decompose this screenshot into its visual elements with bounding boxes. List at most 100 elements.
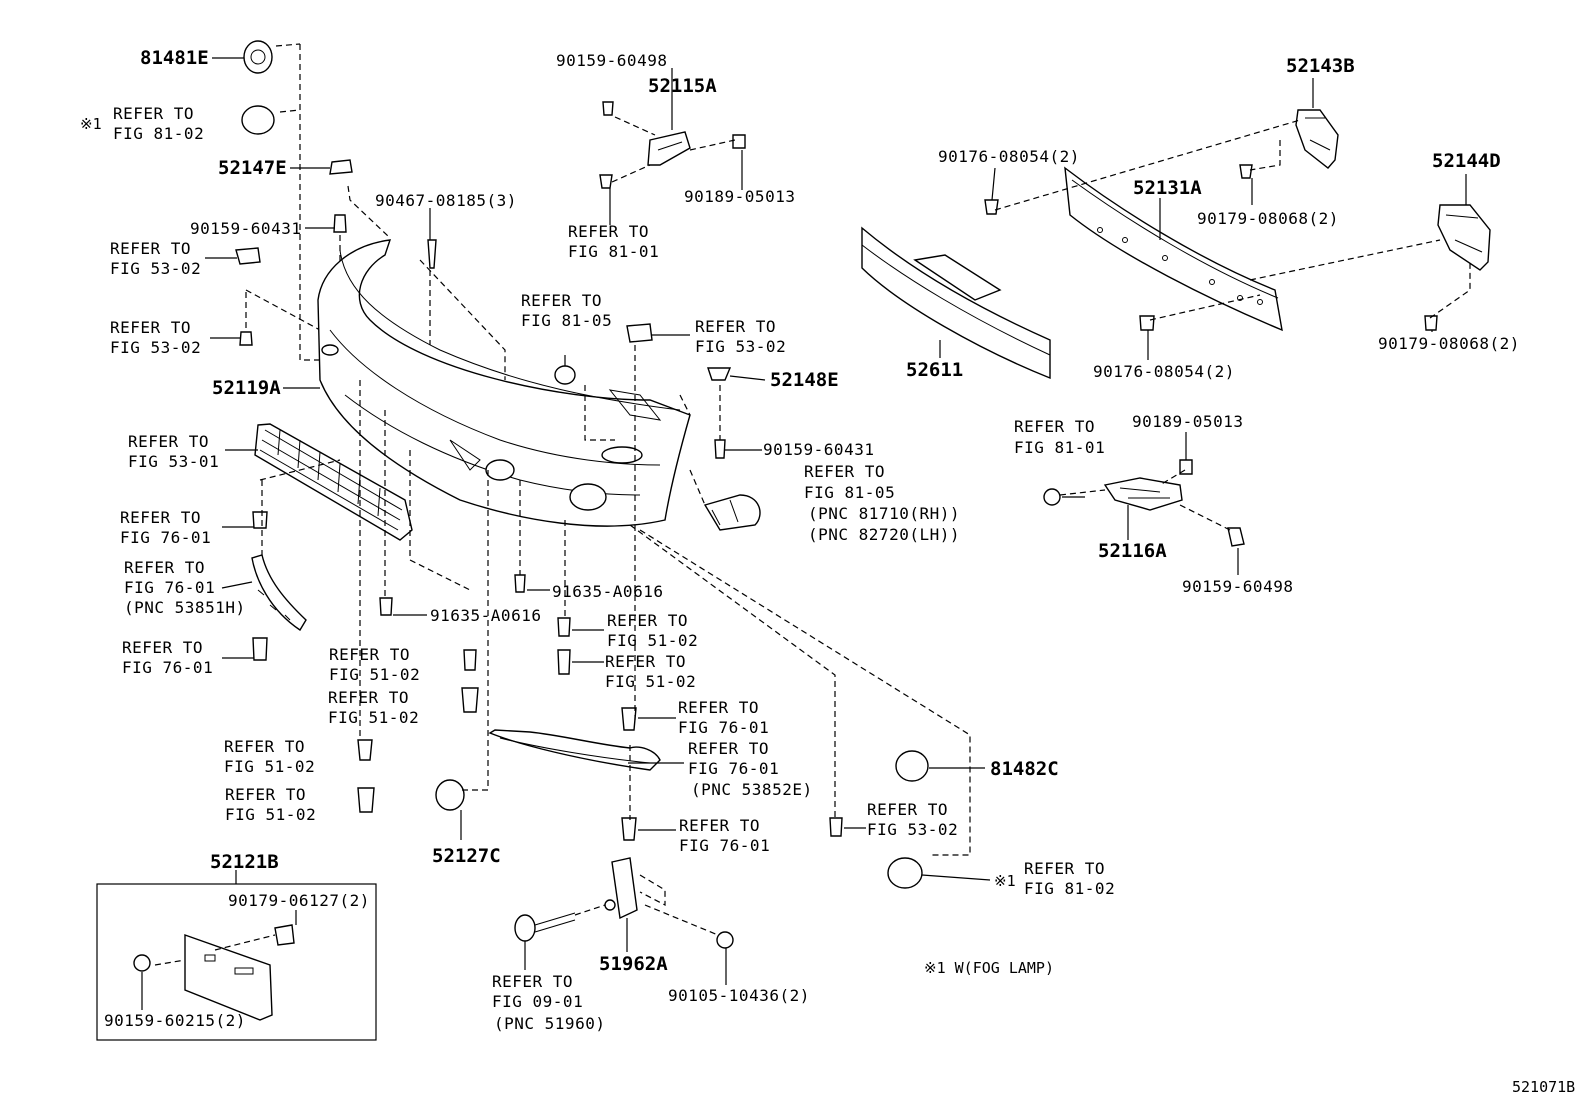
- bracket-52143B: [1295, 109, 1339, 169]
- guide-lines: [259, 116, 1471, 856]
- label-52121B: 52121B: [210, 851, 279, 873]
- refer-fig-81-01-b-l1: REFER TO: [1014, 417, 1095, 436]
- refer-fig-53-02-d-l2: FIG 53-02: [867, 820, 958, 839]
- lower-moulding: [488, 729, 661, 771]
- refer-fig-51-02-c-l2: FIG 51-02: [329, 665, 420, 684]
- lower-grille: [254, 423, 413, 541]
- refer-fig-53-02-c-l2: FIG 53-02: [695, 337, 786, 356]
- refer-fig-76-01-c-l1: REFER TO: [122, 638, 203, 657]
- pnc-53851H: (PNC 53851H): [124, 598, 246, 617]
- pnc-53852E: (PNC 53852E): [691, 780, 813, 799]
- refer-fig-53-02-a-l2: FIG 53-02: [110, 259, 201, 278]
- refer-fig-09-01-l2: FIG 09-01: [492, 992, 583, 1011]
- refer-fig-51-02-f-l1: REFER TO: [225, 785, 306, 804]
- refer-fig-53-01-l1: REFER TO: [128, 432, 209, 451]
- bumper-reinforcement-52131A: [1064, 166, 1283, 332]
- refer-fig-81-01-a-l2: FIG 81-01: [568, 242, 659, 261]
- refer-fig-81-02-b-l2: FIG 81-02: [1024, 879, 1115, 898]
- refer-fig-51-02-b-l1: REFER TO: [605, 652, 686, 671]
- label-90179-08068-b: 90179-08068(2): [1378, 334, 1520, 353]
- label-52147E: 52147E: [218, 157, 287, 179]
- refer-fig-76-01-f-l1: REFER TO: [679, 816, 760, 835]
- bumper-cover-52119A: [317, 239, 691, 527]
- label-90159-60431-a: 90159-60431: [190, 219, 301, 238]
- pnc-51960: (PNC 51960): [494, 1014, 605, 1033]
- bracket-52144D: [1437, 204, 1491, 271]
- refer-fig-81-05-a-l1: REFER TO: [521, 291, 602, 310]
- label-81482C: 81482C: [990, 758, 1059, 780]
- label-90179-08068-a: 90179-08068(2): [1197, 209, 1339, 228]
- refer-fig-51-02-d-l2: FIG 51-02: [328, 708, 419, 727]
- refer-fig-53-02-c-l1: REFER TO: [695, 317, 776, 336]
- refer-fig-81-02-a-l1: REFER TO: [113, 104, 194, 123]
- retainer-52115A: [647, 131, 691, 166]
- refer-fig-51-02-e-l2: FIG 51-02: [224, 757, 315, 776]
- label-90159-60498-a: 90159-60498: [556, 51, 667, 70]
- refer-fig-51-02-e-l1: REFER TO: [224, 737, 305, 756]
- refer-fig-53-02-a-l1: REFER TO: [110, 239, 191, 258]
- refer-fig-81-02-b-l1: REFER TO: [1024, 859, 1105, 878]
- label-90189-05013-a: 90189-05013: [684, 187, 795, 206]
- refer-fig-76-01-c-l2: FIG 76-01: [122, 658, 213, 677]
- label-52148E: 52148E: [770, 369, 839, 391]
- refer-fig-53-02-d-l1: REFER TO: [867, 800, 948, 819]
- refer-fig-81-02-a-l2: FIG 81-02: [113, 124, 204, 143]
- refer-fig-81-01-b-l2: FIG 81-01: [1014, 438, 1105, 457]
- refer-fig-81-01-a-l1: REFER TO: [568, 222, 649, 241]
- refer-fig-51-02-a-l1: REFER TO: [607, 611, 688, 630]
- energy-absorber-52611: [861, 226, 1051, 380]
- label-90159-60431-b: 90159-60431: [763, 440, 874, 459]
- refer-fig-76-01-e-l2: FIG 76-01: [688, 759, 779, 778]
- pnc-82720: (PNC 82720(LH)): [808, 525, 960, 544]
- footnote-fog-lamp: ※1 W(FOG LAMP): [924, 959, 1054, 977]
- label-90179-06127: 90179-06127(2): [228, 891, 370, 910]
- label-90467-08185: 90467-08185(3): [375, 191, 517, 210]
- label-90176-08054-b: 90176-08054(2): [1093, 362, 1235, 381]
- refer-fig-76-01-e-l1: REFER TO: [688, 739, 769, 758]
- label-52143B: 52143B: [1286, 55, 1355, 77]
- refer-fig-81-05-b-l1: REFER TO: [804, 462, 885, 481]
- refer-fig-51-02-b-l2: FIG 51-02: [605, 672, 696, 691]
- refer-fig-76-01-a-l2: FIG 76-01: [120, 528, 211, 547]
- mark-fog-lamp-2: ※1: [994, 872, 1016, 890]
- label-52116A: 52116A: [1098, 540, 1167, 562]
- refer-fig-76-01-f-l2: FIG 76-01: [679, 836, 770, 855]
- labels: 81481E ※1 REFER TO FIG 81-02 52147E 9015…: [80, 47, 1575, 1096]
- refer-fig-53-01-l2: FIG 53-01: [128, 452, 219, 471]
- refer-fig-09-01-l1: REFER TO: [492, 972, 573, 991]
- refer-fig-51-02-f-l2: FIG 51-02: [225, 805, 316, 824]
- label-91635-A0616-a: 91635-A0616: [552, 582, 663, 601]
- refer-fig-76-01-d-l2: FIG 76-01: [678, 718, 769, 737]
- label-90176-08054-a: 90176-08054(2): [938, 147, 1080, 166]
- figure-id: 521071B: [1512, 1078, 1575, 1096]
- label-90189-05013-b: 90189-05013: [1132, 412, 1243, 431]
- label-52611: 52611: [906, 359, 963, 381]
- mark-fog-lamp-1: ※1: [80, 115, 102, 133]
- refer-fig-76-01-b-l1: REFER TO: [124, 558, 205, 577]
- label-91635-A0616-b: 91635-A0616: [430, 606, 541, 625]
- refer-fig-51-02-a-l2: FIG 51-02: [607, 631, 698, 650]
- retainer-52116A: [1103, 477, 1183, 511]
- label-52115A: 52115A: [648, 75, 717, 97]
- refer-fig-51-02-c-l1: REFER TO: [329, 645, 410, 664]
- tow-hook-51962A: [514, 857, 734, 949]
- refer-fig-76-01-b-l2: FIG 76-01: [124, 578, 215, 597]
- refer-fig-53-02-b-l2: FIG 53-02: [110, 338, 201, 357]
- refer-fig-81-05-a-l2: FIG 81-05: [521, 311, 612, 330]
- label-90159-60215: 90159-60215(2): [104, 1011, 246, 1030]
- refer-fig-76-01-a-l1: REFER TO: [120, 508, 201, 527]
- refer-fig-51-02-d-l1: REFER TO: [328, 688, 409, 707]
- label-90105-10436: 90105-10436(2): [668, 986, 810, 1005]
- leader-lines: [141, 57, 1467, 1010]
- label-90159-60498-b: 90159-60498: [1182, 577, 1293, 596]
- refer-fig-81-05-b-l2: FIG 81-05: [804, 483, 895, 502]
- side-marker-lamp: [703, 494, 761, 531]
- refer-fig-76-01-d-l1: REFER TO: [678, 698, 759, 717]
- label-51962A: 51962A: [599, 953, 668, 975]
- label-52144D: 52144D: [1432, 150, 1501, 172]
- label-52131A: 52131A: [1133, 177, 1202, 199]
- pnc-81710: (PNC 81710(RH)): [808, 504, 960, 523]
- refer-fig-53-02-b-l1: REFER TO: [110, 318, 191, 337]
- label-81481E: 81481E: [140, 47, 209, 69]
